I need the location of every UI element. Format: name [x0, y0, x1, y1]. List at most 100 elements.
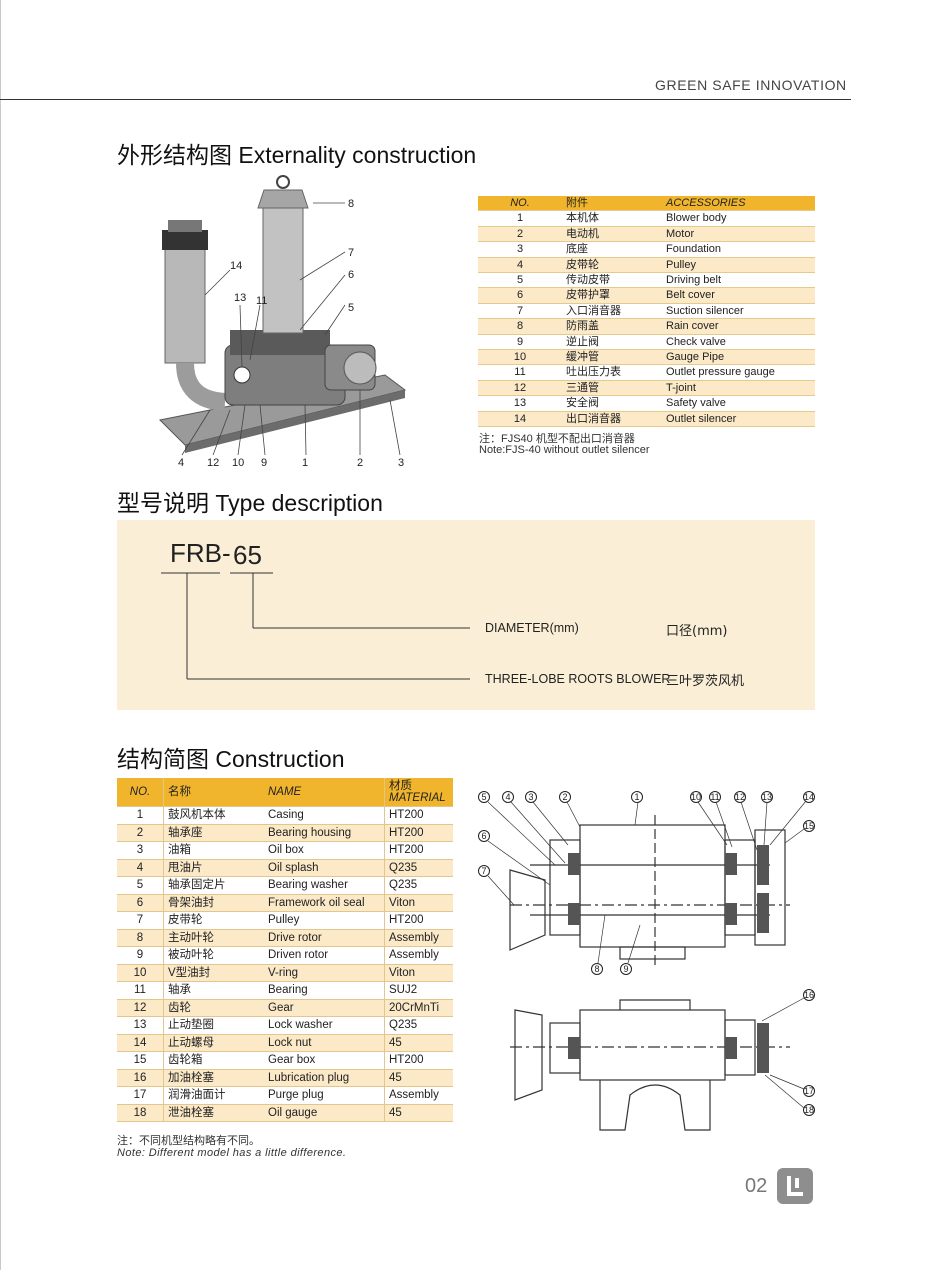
part-name-cn: 止动螺母	[163, 1034, 264, 1052]
accessory-name-cn: 传动皮带	[562, 272, 662, 289]
col-material-en: MATERIAL	[389, 792, 446, 804]
diag-label-10: 10	[691, 792, 701, 802]
part-no: 2	[117, 824, 164, 842]
part-material: HT200	[384, 1051, 453, 1070]
diag-label-8: 8	[594, 964, 599, 974]
part-name-cn: 甩油片	[163, 859, 264, 877]
part-no: 18	[117, 1104, 164, 1122]
part-no: 10	[117, 964, 164, 982]
construction-note-cn: 注：不同机型结构略有不同。	[117, 1135, 260, 1147]
callout-12: 12	[207, 457, 219, 469]
accessory-name-cn: 三通管	[562, 380, 662, 397]
accessory-no: 2	[478, 226, 562, 243]
callout-10: 10	[232, 457, 244, 469]
part-material: 20CrMnTi	[384, 999, 453, 1017]
part-name-cn: 骨架油封	[163, 894, 264, 912]
part-name-cn: 齿轮	[163, 999, 264, 1017]
externality-title: 外形结构图 Externality construction	[117, 142, 477, 168]
part-material: Assembly	[384, 1086, 453, 1105]
part-no: 9	[117, 946, 164, 965]
part-no: 12	[117, 999, 164, 1017]
part-material: 45	[384, 1069, 453, 1087]
accessory-no: 7	[478, 303, 562, 320]
accessory-name-cn: 本机体	[562, 210, 662, 227]
construction-diagram: 5 4 3 2 1 10 11 12 13 14 15 6 7 8 9 16 1…	[478, 791, 815, 1131]
diameter-label-en: DIAMETER(mm)	[485, 621, 579, 635]
accessory-no: 11	[478, 364, 562, 381]
diag-label-5: 5	[481, 792, 486, 802]
part-name-cn: 加油栓塞	[163, 1069, 264, 1087]
part-name-en: Pulley	[264, 911, 385, 930]
part-name-en: Bearing housing	[264, 824, 385, 842]
part-material: HT200	[384, 841, 453, 860]
accessory-name-cn: 入口消音器	[562, 303, 662, 320]
part-name-en: Casing	[264, 806, 385, 825]
accessory-name-en: Blower body	[662, 210, 815, 227]
callout-8: 8	[348, 198, 354, 210]
type-leader-lines	[161, 572, 470, 680]
header-rule	[0, 99, 851, 100]
part-no: 3	[117, 841, 164, 860]
part-no: 5	[117, 876, 164, 895]
part-material: HT200	[384, 911, 453, 930]
accessory-name-en: T-joint	[662, 380, 815, 397]
page-number: 02	[745, 1175, 768, 1197]
part-name-cn: 鼓风机本体	[163, 806, 264, 825]
part-name-en: Lock washer	[264, 1016, 385, 1035]
accessories-header-row: NO. 附件 ACCESSORIES	[478, 196, 815, 212]
accessory-no: 6	[478, 287, 562, 304]
part-material: Viton	[384, 894, 453, 912]
accessory-no: 9	[478, 334, 562, 351]
accessory-name-en: Motor	[662, 226, 815, 243]
part-name-en: V-ring	[264, 964, 385, 982]
part-no: 15	[117, 1051, 164, 1070]
diag-label-16: 16	[804, 990, 814, 1000]
accessory-name-en: Outlet pressure gauge	[662, 364, 815, 381]
part-no: 1	[117, 806, 164, 825]
accessory-no: 10	[478, 349, 562, 366]
part-name-en: Oil box	[264, 841, 385, 860]
accessory-name-cn: 皮带轮	[562, 257, 662, 274]
col-en: ACCESSORIES	[662, 196, 815, 212]
diameter-label-cn: 口径(mm)	[666, 624, 728, 639]
diag-label-2: 2	[562, 792, 567, 802]
diag-label-14: 14	[804, 792, 814, 802]
callout-11: 11	[256, 295, 267, 307]
accessory-name-en: Safety valve	[662, 395, 815, 412]
part-material: Q235	[384, 876, 453, 895]
part-name-cn: 油箱	[163, 841, 264, 860]
accessory-name-cn: 出口消音器	[562, 411, 662, 428]
callout-13: 13	[234, 292, 246, 304]
diag-label-1: 1	[634, 792, 639, 802]
brand-logo-icon	[777, 1168, 813, 1204]
accessories-note-cn: 注：FJS40 机型不配出口消音器	[479, 433, 635, 445]
blower-label-en: THREE-LOBE ROOTS BLOWER	[485, 672, 671, 686]
accessory-no: 12	[478, 380, 562, 397]
accessory-name-cn: 皮带护罩	[562, 287, 662, 304]
accessories-note-en: Note:FJS-40 without outlet silencer	[479, 444, 650, 456]
part-name-cn: 止动垫圈	[163, 1016, 264, 1035]
diag-label-17: 17	[804, 1086, 814, 1096]
diag-label-6: 6	[481, 831, 486, 841]
part-name-en: Bearing	[264, 981, 385, 1000]
col-no: NO.	[478, 196, 562, 212]
accessory-no: 14	[478, 411, 562, 428]
diag-label-9: 9	[623, 964, 628, 974]
accessory-name-en: Pulley	[662, 257, 815, 274]
col-no: NO.	[117, 778, 164, 807]
